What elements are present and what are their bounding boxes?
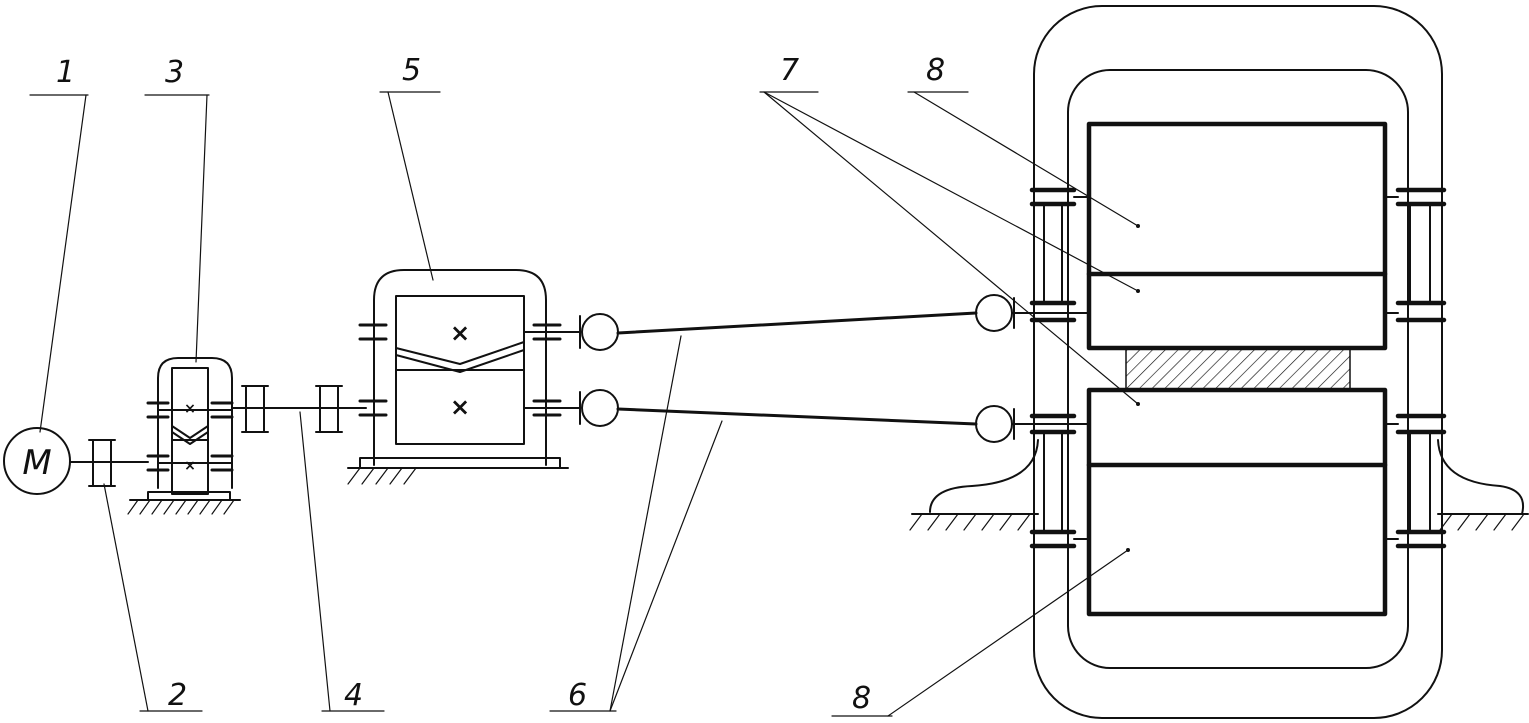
primary-reducer: × × bbox=[127, 357, 241, 515]
motor: M bbox=[3, 427, 71, 495]
label-4: 4 bbox=[344, 678, 363, 713]
label-8-top: 8 bbox=[926, 53, 945, 88]
gear-stand: × × bbox=[347, 269, 581, 485]
leader-lines bbox=[29, 91, 1139, 717]
stand-gear-bottom-mark: × bbox=[450, 393, 470, 421]
label-1: 1 bbox=[56, 55, 75, 90]
label-3: 3 bbox=[165, 55, 184, 90]
intermediate-couplings bbox=[241, 385, 343, 433]
label-8-bottom: 8 bbox=[852, 681, 871, 716]
primary-gear-bottom-mark: × bbox=[184, 458, 196, 474]
motor-symbol: M bbox=[22, 443, 51, 483]
label-2: 2 bbox=[168, 678, 187, 713]
primary-gear-top-mark: × bbox=[184, 401, 196, 417]
motor-coupling bbox=[88, 439, 116, 487]
label-5: 5 bbox=[402, 53, 421, 88]
label-6: 6 bbox=[568, 678, 587, 713]
stand-gear-top-mark: × bbox=[450, 319, 470, 347]
rolling-stand bbox=[909, 5, 1529, 719]
label-7: 7 bbox=[780, 53, 799, 88]
spindles bbox=[581, 294, 1091, 443]
